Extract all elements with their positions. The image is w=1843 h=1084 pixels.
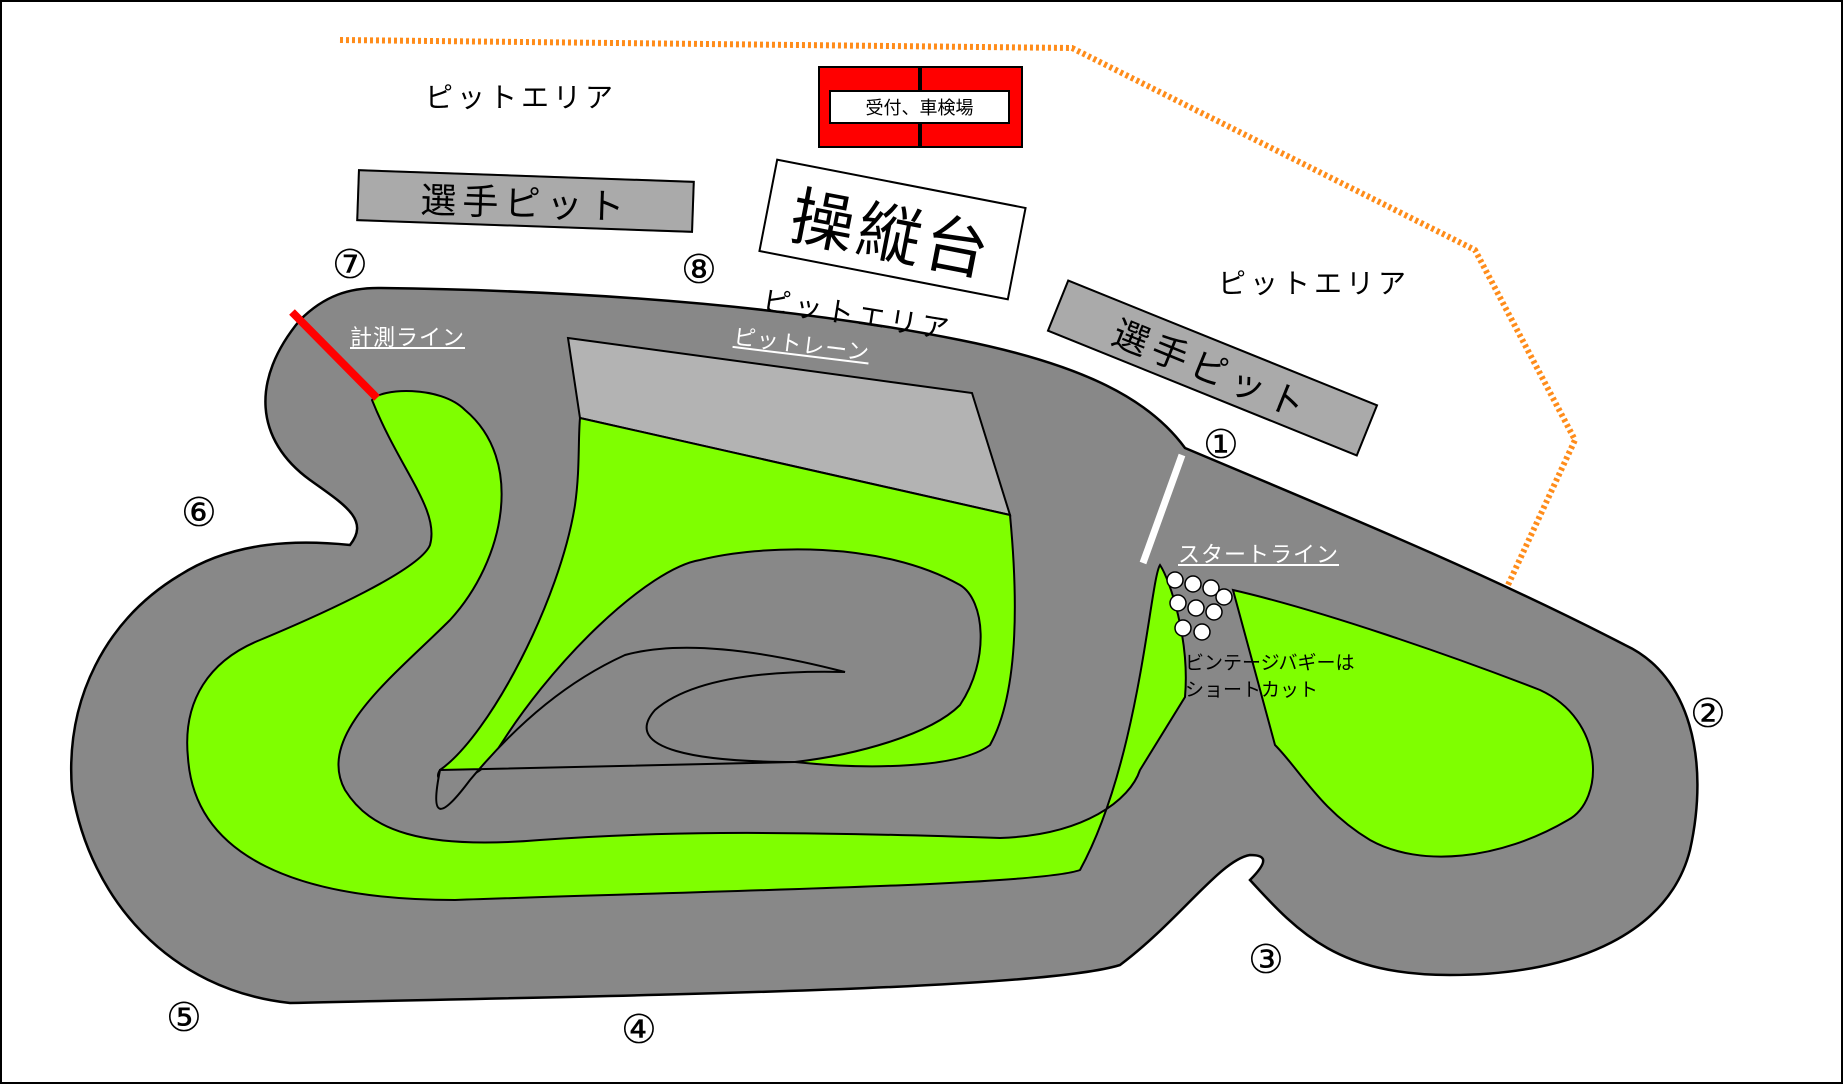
corner-number-2: ② — [1690, 691, 1726, 737]
infield-right — [1231, 588, 1594, 858]
start-grid — [1166, 571, 1233, 641]
grid-slot — [1193, 623, 1211, 641]
grid-slot — [1174, 619, 1192, 637]
corner-number-5: ⑤ — [166, 995, 202, 1041]
track-inner-loop — [435, 646, 846, 810]
boundary-fence — [339, 37, 1579, 587]
reception-label: 受付、車検場 — [829, 90, 1010, 124]
start-line — [1139, 453, 1186, 565]
start-line-label: スタートライン — [1178, 543, 1340, 568]
timing-line — [289, 309, 380, 401]
infield-left — [186, 390, 1187, 902]
pit-area-label-top-left: ピットエリア — [425, 81, 618, 114]
corner-number-4: ④ — [621, 1007, 657, 1053]
shortcut-note-line2: ショートカット — [1185, 679, 1319, 701]
corner-number-7: ⑦ — [332, 242, 368, 288]
infield-main — [437, 416, 1016, 784]
corner-number-1: ① — [1203, 422, 1239, 468]
grid-slot — [1166, 571, 1184, 589]
corner-number-3: ③ — [1248, 937, 1284, 983]
grid-slot — [1205, 603, 1223, 621]
shortcut-note-line1: ビンテージバギーは — [1185, 652, 1355, 674]
corner-number-6: ⑥ — [181, 490, 217, 536]
grid-slot — [1215, 588, 1233, 606]
grid-slot — [1187, 599, 1205, 617]
grid-slot — [1169, 594, 1187, 612]
shortcut-note: ビンテージバギーは ショートカット — [1185, 650, 1354, 704]
timing-line-label: 計測ライン — [350, 326, 466, 351]
pit-area-label-right: ピットエリア — [1218, 267, 1411, 300]
grid-slot — [1184, 575, 1202, 593]
corner-number-8: ⑧ — [681, 247, 717, 293]
grid-slot — [1202, 579, 1220, 597]
